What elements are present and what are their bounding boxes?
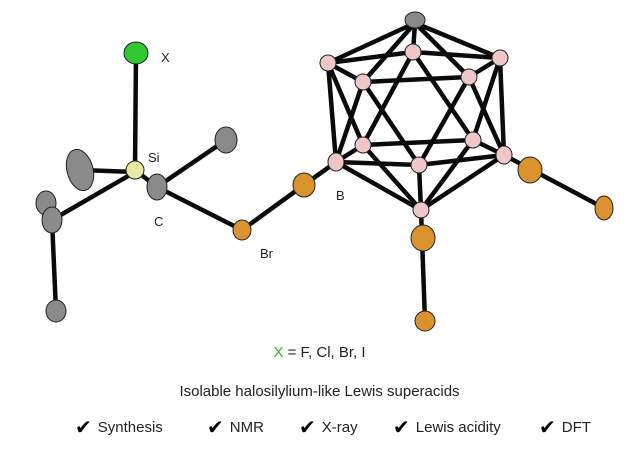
check-item-nmr: ✔ NMR [207,415,264,439]
check-label: DFT [561,418,591,436]
molecular-structure [35,11,614,332]
atom-br [410,224,436,252]
atom-br-link [232,219,252,241]
atom-c-methyl [65,148,95,192]
atom-br [292,172,316,198]
check-label: Synthesis [97,418,163,436]
label-c: C [154,214,164,229]
atom-si [125,160,145,180]
check-item-synthesis: ✔ Synthesis [75,415,163,439]
label-si: Si [148,150,160,165]
checkmark-icon: ✔ [207,415,224,439]
atom-br [414,310,436,332]
checkmark-icon: ✔ [75,415,92,439]
checkmark-icon: ✔ [299,415,316,439]
check-label: NMR [229,418,264,436]
x-symbol: X [273,344,284,361]
atom-x [123,41,149,65]
check-item-dft: ✔ DFT [539,415,591,439]
check-label: Lewis acidity [415,418,501,436]
bonds [49,20,607,324]
atom-c-methyl [214,126,238,154]
caption-title: Isolable halosilylium-like Lewis superac… [179,383,460,400]
atom-c-central [146,173,168,201]
atom-br [594,195,614,221]
checkmark-icon: ✔ [539,415,556,439]
label-br: Br [260,246,273,261]
boron-atoms [319,43,513,219]
check-item-lewis-acidity: ✔ Lewis acidity [393,415,501,439]
atom-c-methyl [45,299,67,323]
checkmark-icon: ✔ [393,415,410,439]
atom-br [517,156,543,184]
atoms [35,11,614,332]
label-x: X [161,50,170,65]
halogen-definition: X = F, Cl, Br, I [0,344,639,361]
atom-c-quaternary [41,206,63,234]
check-label: X-ray [321,418,358,436]
check-item-xray: ✔ X-ray [299,415,358,439]
label-b: B [336,188,345,203]
x-values: = F, Cl, Br, I [283,344,366,361]
atom-c-cage [404,11,426,29]
